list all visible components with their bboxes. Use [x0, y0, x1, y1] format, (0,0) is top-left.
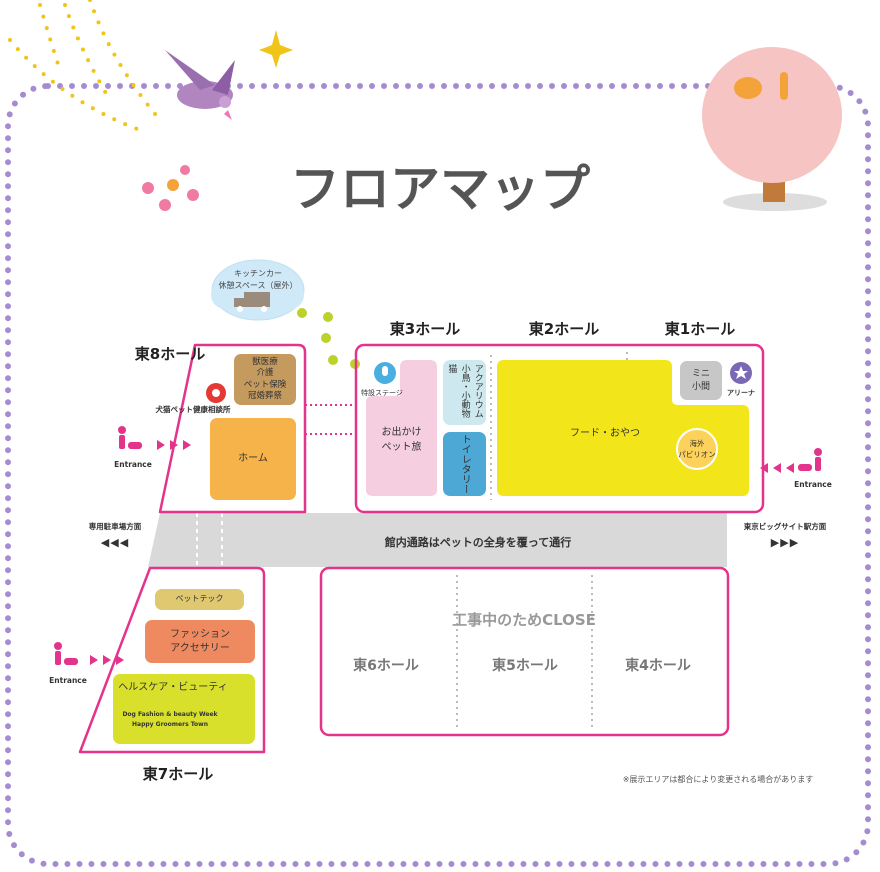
arena-label: アリーナ	[727, 389, 755, 397]
east7-outline	[78, 566, 266, 754]
toiletry-block[interactable]: トイレタリー	[443, 432, 486, 496]
small-animals-label: 小鳥・小動物	[459, 364, 470, 418]
mini-booth-block[interactable]: ミニ 小間	[680, 361, 722, 400]
travel-line2: ペット旅	[381, 442, 422, 453]
pavilion-line2: パビリオン	[678, 449, 716, 459]
entrance-label-east8: Entrance	[114, 460, 152, 469]
aquarium-label: アクアリウム	[472, 364, 483, 418]
pettech-block[interactable]: ペットテック	[155, 589, 244, 610]
hall-east3-label: 東3ホール	[389, 320, 461, 338]
care-label: 介護	[256, 368, 274, 379]
vet-care-block[interactable]: 獣医療 介護 ペット保険 冠婚葬祭	[234, 354, 296, 405]
fashion-line2: アクセサリー	[170, 642, 230, 654]
hall-east8-label: 東8ホール	[134, 345, 206, 363]
east654-outline	[319, 566, 730, 737]
fashion-block[interactable]: ファッション アクセサリー	[145, 620, 255, 663]
dog-fashion-text: Dog Fashion & beauty Week Happy Groomers…	[115, 710, 225, 730]
east8-outline	[158, 343, 307, 514]
entrance-label-east1: Entrance	[794, 480, 832, 489]
dotted-frame	[5, 83, 871, 867]
health-consult-label: 犬猫ペット健康相談所	[155, 405, 231, 414]
fashion-line1: ファッション	[170, 629, 230, 640]
entrance-label-east7: Entrance	[49, 676, 87, 685]
parking-direction-label: 専用駐車場方面	[88, 522, 142, 531]
healthcare-label: ヘルスケア・ビューティ	[118, 682, 228, 693]
station-arrows: ▶▶▶	[770, 536, 800, 549]
bird-icon	[165, 50, 235, 120]
travel-line1: お出かけ	[381, 427, 422, 438]
rays-decoration	[8, 0, 162, 132]
hall-east4-label: 東4ホール	[625, 658, 691, 674]
station-direction-label: 東京ビッグサイト駅方面	[743, 522, 827, 531]
east321-outline	[354, 343, 765, 514]
kitchen-car-label: キッチンカー	[234, 269, 282, 278]
mini-line1: ミニ	[691, 369, 710, 380]
vet-label: 獣医療	[252, 356, 278, 367]
footnote: ※展示エリアは都合により変更される場合があります	[622, 775, 814, 784]
travel-block	[366, 360, 437, 496]
rest-space-label: 休憩スペース（屋外）	[218, 281, 298, 290]
entrance-arrows	[90, 440, 794, 665]
parking-arrows: ◀◀◀	[100, 536, 130, 549]
ceremony-label: 冠婚葬祭	[247, 390, 282, 401]
hall-east5-label: 東5ホール	[492, 658, 558, 674]
pavilion-line1: 海外	[689, 439, 705, 448]
healthcare-beauty-block[interactable]: ヘルスケア・ビューティ Dog Fashion & beauty Week Ha…	[113, 674, 255, 744]
cat-icon	[734, 77, 762, 99]
groomers-town-label: Happy Groomers Town	[132, 721, 208, 728]
page-title: フロアマップ	[290, 160, 590, 218]
paw-prints	[297, 308, 360, 369]
flowers-decoration	[142, 165, 199, 211]
dog-fashion-label: Dog Fashion & beauty Week	[122, 711, 218, 718]
closed-notice: 工事中のためCLOSE	[452, 611, 596, 629]
hall-east7-label: 東7ホール	[142, 765, 214, 783]
entrance-walker-icons	[54, 426, 822, 665]
tree-icon	[702, 47, 842, 211]
pavilion-circle	[676, 428, 718, 470]
home-block[interactable]: ホーム	[210, 418, 296, 500]
pavilion-label[interactable]: 海外 パビリオン	[672, 439, 722, 460]
toiletry-label: トイレタリー	[459, 434, 471, 494]
cat-label: 猫	[446, 364, 457, 373]
corridor-rule-label: 館内通路はペットの全身を覆って通行	[384, 536, 572, 549]
mini-line2: 小間	[691, 381, 710, 392]
travel-label[interactable]: お出かけ ペット旅	[366, 425, 437, 455]
stage-label: 特設ステージ	[361, 389, 403, 397]
food-label[interactable]: フード・おやつ	[570, 428, 640, 439]
kitchen-car-cloud	[211, 259, 305, 321]
hall-east6-label: 東6ホール	[353, 658, 419, 674]
aquarium-block[interactable]: アクアリウム 小鳥・小動物 猫	[443, 360, 486, 425]
hall-east1-label: 東1ホール	[664, 320, 736, 338]
insurance-label: ペット保険	[243, 379, 287, 390]
hall-east2-label: 東2ホール	[528, 320, 600, 338]
sparkle-icon	[259, 30, 293, 68]
corridor	[148, 513, 727, 567]
